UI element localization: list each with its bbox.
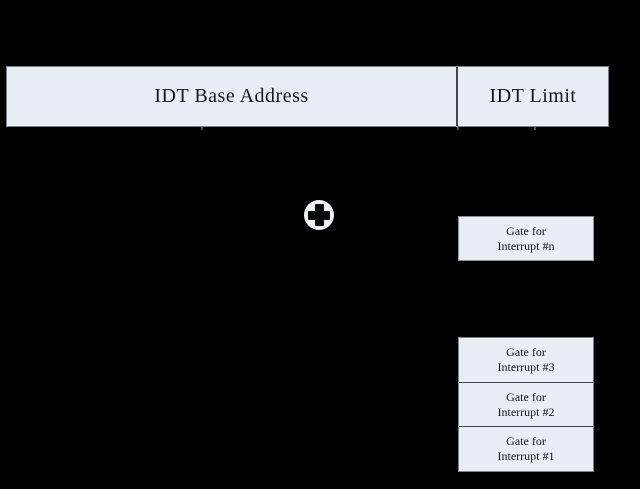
gate-interrupt-2-box: Gate for Interrupt #2 <box>459 381 593 427</box>
divider-arrow-stub <box>457 127 459 130</box>
base-address-arrow-stub <box>201 127 203 130</box>
idt-base-address-cell: IDT Base Address <box>7 67 456 126</box>
add-circle-icon <box>304 200 334 230</box>
plus-vertical-bar <box>314 204 324 226</box>
gate-n-line1: Gate for <box>506 223 546 238</box>
idt-limit-label: IDT Limit <box>489 85 577 107</box>
idt-limit-cell: IDT Limit <box>456 67 608 126</box>
gate-interrupt-3-box: Gate for Interrupt #3 <box>459 338 593 382</box>
gate-1-line1: Gate for <box>506 434 546 449</box>
idt-gate-stack: Gate for Interrupt #3 Gate for Interrupt… <box>458 337 594 472</box>
idt-base-address-label: IDT Base Address <box>154 85 309 107</box>
gate-n-line2: Interrupt #n <box>497 238 555 253</box>
limit-arrow-stub <box>534 127 536 130</box>
gate-interrupt-n-box: Gate for Interrupt #n <box>458 216 594 261</box>
gate-3-line1: Gate for <box>506 344 546 359</box>
idtr-register-bar: IDT Base Address IDT Limit <box>6 66 609 127</box>
gate-1-line2: Interrupt #1 <box>497 449 555 464</box>
gate-2-line2: Interrupt #2 <box>497 404 555 419</box>
gate-2-line1: Gate for <box>506 389 546 404</box>
gate-3-line2: Interrupt #3 <box>497 359 555 374</box>
gate-interrupt-1-box: Gate for Interrupt #1 <box>459 426 593 472</box>
